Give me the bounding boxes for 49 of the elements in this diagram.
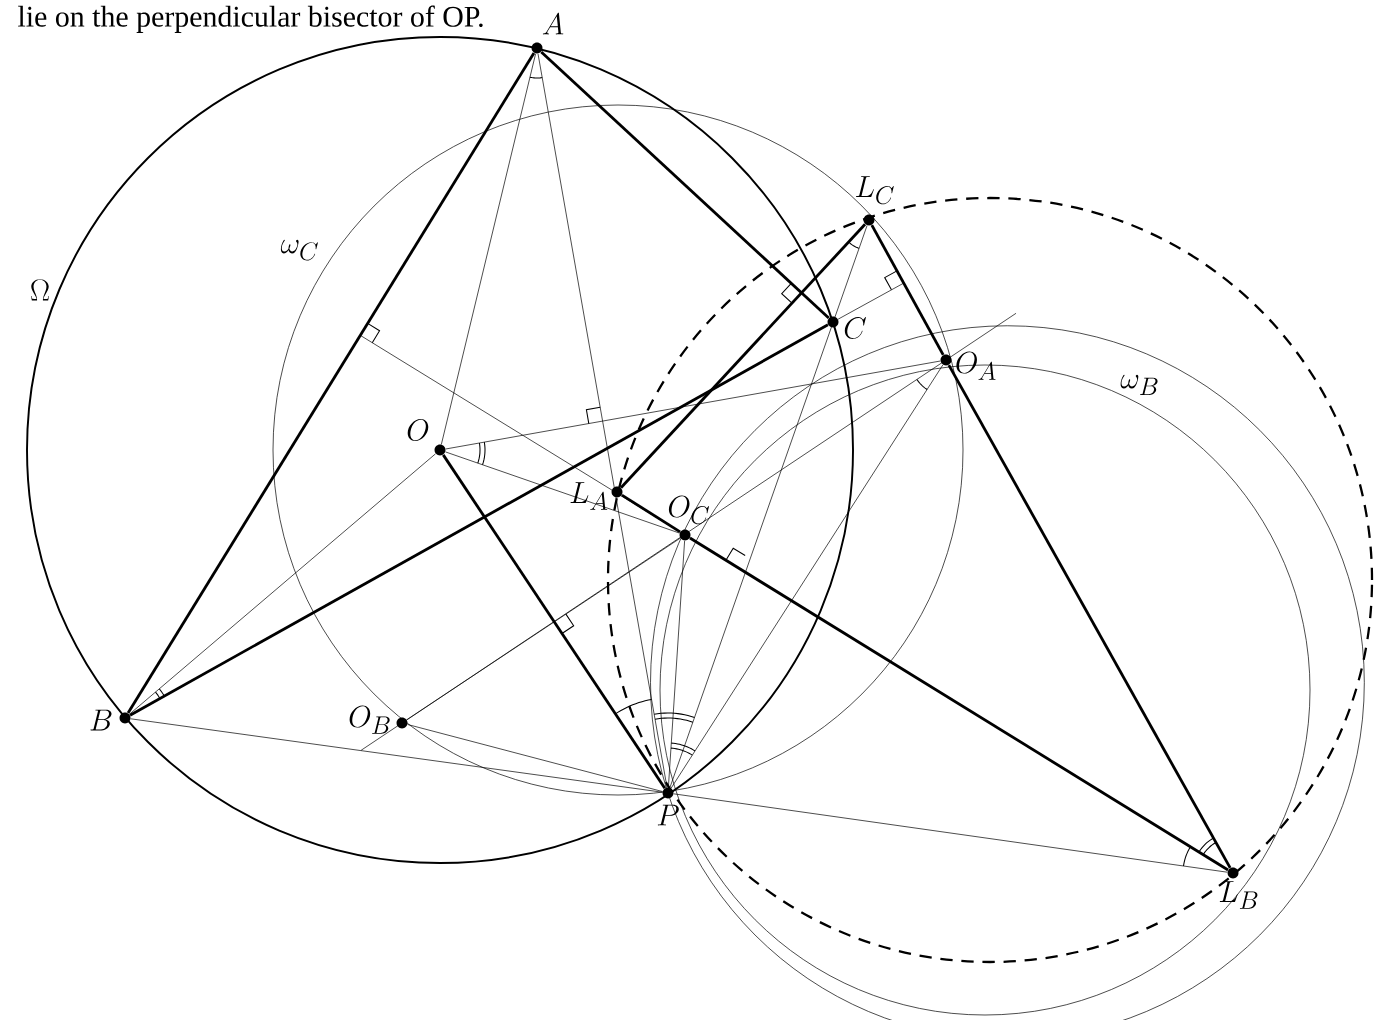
node-label: $O_C$ [668, 495, 710, 525]
line-segment [360, 312, 1017, 751]
line-segment [445, 360, 941, 450]
node-label: $A$ [542, 12, 564, 35]
point: $O_C$ [668, 495, 710, 541]
node-label: $L_C$ [856, 176, 894, 205]
line-segment [441, 53, 536, 445]
node-label: $L_B$ [1219, 881, 1258, 909]
line-segment [126, 52, 536, 714]
line-segment [130, 718, 663, 793]
caption-text: lie on the perpendicular bisector of OP. [18, 5, 483, 33]
node-label: $O$ [407, 419, 429, 442]
line-segment [668, 540, 685, 788]
line-segment [129, 323, 829, 717]
point: $O_B$ [349, 705, 408, 734]
line-segment [406, 537, 681, 721]
line-segment [442, 454, 666, 789]
circle-label: $\Omega$ [30, 279, 49, 301]
line-segment [670, 364, 944, 789]
point: $C$ [827, 316, 866, 339]
node-label: $P$ [657, 804, 679, 826]
node-label: $O_A$ [956, 351, 996, 380]
line-segment [621, 493, 681, 534]
point: $B$ [90, 709, 131, 731]
node-label: $B$ [90, 709, 112, 731]
line-segment [129, 453, 436, 715]
line-segment [619, 223, 867, 489]
point: $P$ [657, 787, 679, 826]
line-segment [537, 53, 668, 788]
point: $O_A$ [940, 351, 996, 380]
line-segment [540, 50, 830, 320]
line-segment [947, 364, 1232, 869]
node-label: $O_B$ [349, 705, 390, 734]
line-segment [407, 724, 663, 792]
point: $A$ [531, 12, 564, 54]
point: $O$ [407, 419, 446, 456]
node-label: $C$ [844, 317, 866, 340]
line-segment [669, 225, 868, 788]
line-segment [837, 282, 905, 320]
line-segment [445, 451, 680, 534]
line-segment [689, 536, 1229, 872]
circle-label: $\omega_B$ [1120, 374, 1158, 395]
point: $L_B$ [1219, 867, 1258, 909]
point: $L_A$ [570, 482, 623, 510]
node-label: $L_A$ [570, 482, 608, 510]
line-segment [673, 793, 1228, 873]
line-segment [870, 224, 945, 356]
circle-label: $\omega_C$ [280, 239, 318, 261]
point: $L_C$ [856, 176, 894, 226]
